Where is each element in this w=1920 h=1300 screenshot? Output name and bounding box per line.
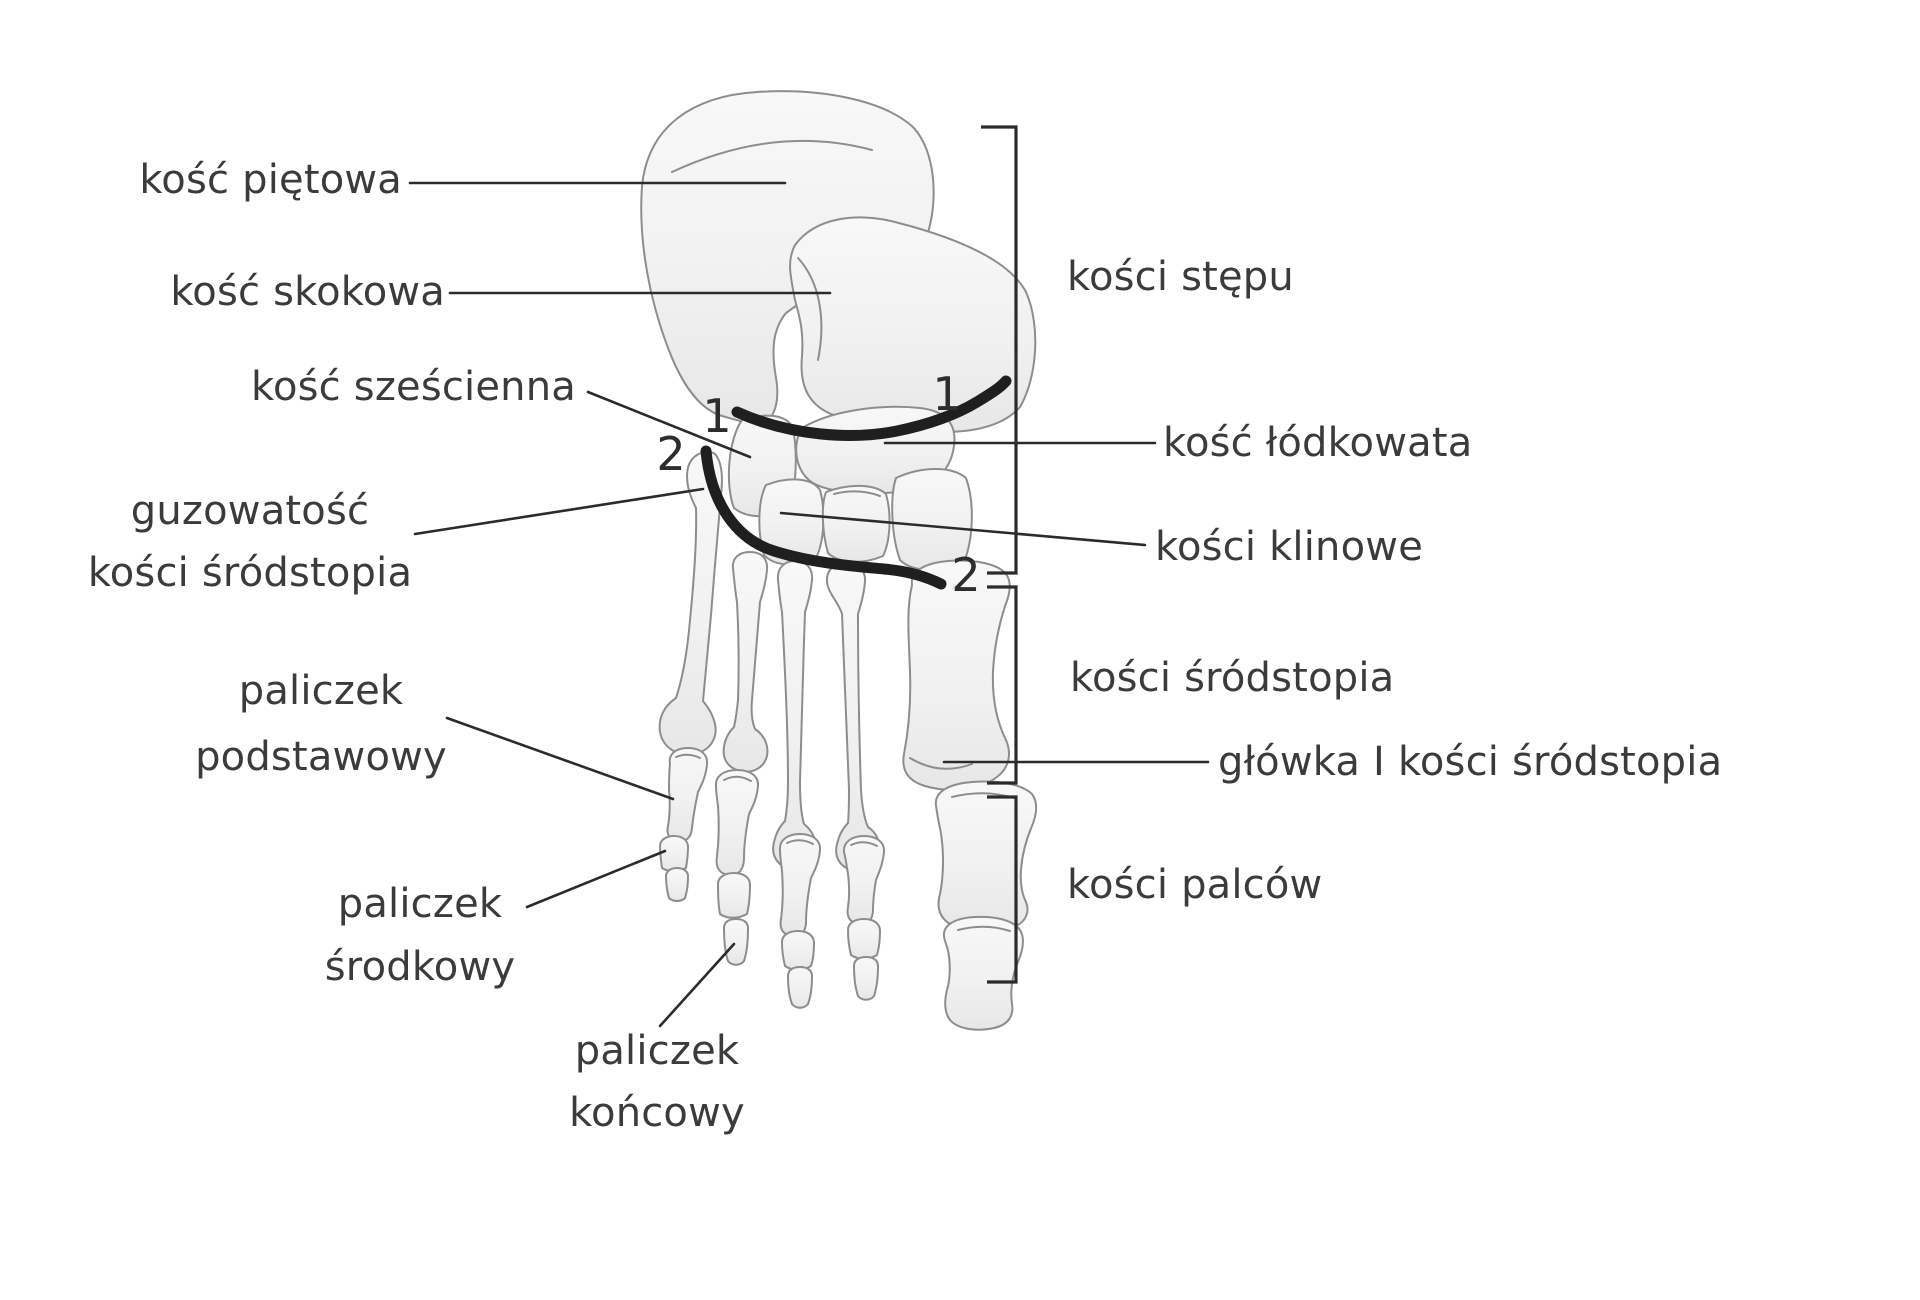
chopart-joint-line-1: [731, 375, 1012, 441]
leader-paliczek-koncowy: [658, 942, 736, 1028]
label-koncowy-line1: paliczek: [574, 1028, 740, 1074]
toe1-distal-phalanx-bone: [942, 915, 1024, 1031]
toe3-proximal-phalanx-bone: [778, 833, 822, 938]
label-paliczek-koncowy: paliczek końcowy: [462, 1020, 852, 1144]
label-paliczek-podstawowy: paliczek podstawowy: [126, 658, 516, 790]
label-podstawowy-line2: podstawowy: [195, 734, 447, 780]
toe3-middle-phalanx-bone: [781, 930, 815, 971]
joint-marker-1-left: 1: [702, 389, 732, 443]
label-paliczek-srodkowy: paliczek środkowy: [225, 873, 615, 999]
toe5-middle-phalanx-bone: [659, 835, 689, 872]
bone-detail-arcs: [671, 139, 1015, 932]
label-srodkowy-line1: paliczek: [337, 881, 503, 927]
metatarsal-4-bone: [722, 551, 769, 773]
leader-paliczek-podstawowy: [445, 716, 675, 801]
leader-kosci-klinowe: [779, 511, 1147, 547]
toe4-middle-phalanx-bone: [717, 872, 751, 919]
intermediate-cuneiform-arc: [833, 490, 881, 497]
label-kosc-skokowa: kość skokowa: [170, 269, 445, 315]
label-koncowy-line2: końcowy: [569, 1090, 745, 1136]
talus-neck-detail-arc: [797, 257, 823, 361]
talus-bone: [789, 216, 1037, 433]
bracket-kosci-stepu: [981, 125, 1018, 575]
label-kosc-szescienna: kość sześcienna: [251, 364, 576, 410]
calcaneus-bone: [640, 90, 935, 429]
label-kosci-palcow: kości palców: [1067, 862, 1323, 908]
metatarsal-2-bone: [825, 562, 881, 873]
toe2-proximal-phalanx-bone: [842, 835, 886, 926]
label-guzowatosc-line1: guzowatość: [130, 488, 370, 534]
label-kosc-lodkowata: kość łódkowata: [1163, 420, 1473, 466]
label-kosc-pietowa: kość piętowa: [139, 157, 402, 203]
toe1-distal-arc: [957, 925, 1011, 932]
toe3-proximal-arc: [786, 839, 814, 845]
label-guzowatosc-line2: kości śródstopia: [87, 550, 413, 596]
leader-paliczek-srodkowy: [525, 849, 667, 909]
brackets-group: [981, 125, 1018, 984]
joint-lines-group: [700, 375, 1012, 590]
label-srodkowy-line2: środkowy: [324, 944, 516, 990]
joint-marker-1-right: 1: [932, 367, 962, 421]
bracket-kosci-srodstopia: [987, 585, 1018, 785]
intermediate-cuneiform-bone: [821, 484, 891, 563]
toe2-distal-phalanx-bone: [853, 956, 879, 1001]
label-podstawowy-line1: paliczek: [238, 668, 404, 714]
leader-kosc-szescienna: [586, 390, 752, 459]
leader-lines-group: [408, 181, 1210, 1028]
toe4-proximal-arc: [723, 775, 752, 782]
calcaneus-detail-arc: [671, 139, 873, 173]
toe2-middle-phalanx-bone: [847, 918, 881, 960]
lisfranc-joint-line-2: [700, 445, 947, 590]
toe2-proximal-arc: [850, 841, 878, 847]
metatarsal-3-bone: [772, 560, 817, 871]
label-kosci-stepu: kości stępu: [1067, 254, 1294, 300]
label-glowka-kosci-srodstopia: główka I kości śródstopia: [1218, 739, 1723, 785]
bracket-kosci-palcow: [987, 795, 1018, 984]
toe4-proximal-phalanx-bone: [714, 769, 760, 877]
toe3-distal-phalanx-bone: [787, 966, 813, 1009]
toe5-distal-phalanx-bone: [665, 867, 689, 902]
label-guzowatosc-kosci-srodstopia: guzowatość kości śródstopia: [55, 480, 445, 604]
toe1-proximal-phalanx-bone: [934, 780, 1038, 933]
metatarsal1-head-arc: [909, 757, 973, 770]
joint-marker-2-left: 2: [656, 427, 686, 481]
joint-marker-2-right: 2: [951, 548, 981, 602]
leader-guzowatosc: [413, 487, 705, 536]
toe5-proximal-phalanx-bone: [666, 747, 709, 843]
metatarsal-1-bone: [902, 559, 1011, 791]
toe4-distal-phalanx-bone: [723, 918, 749, 966]
toe5-proximal-arc: [675, 753, 701, 759]
label-kosci-klinowe: kości klinowe: [1155, 524, 1424, 570]
bones-group: [640, 90, 1038, 1031]
label-kosci-srodstopia: kości śródstopia: [1070, 655, 1395, 701]
